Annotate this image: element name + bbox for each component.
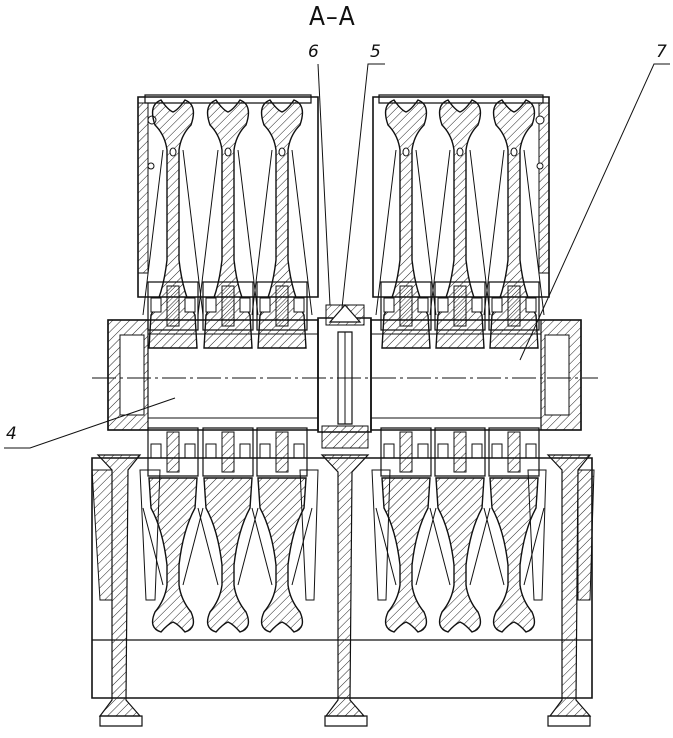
callout-4: 4 <box>6 424 17 444</box>
callout-7: 7 <box>656 42 667 62</box>
callout-6: 6 <box>308 42 319 62</box>
callout-5: 5 <box>370 42 381 62</box>
right-shaft <box>371 320 581 430</box>
leader-6 <box>318 64 330 305</box>
leader-lines <box>4 64 670 448</box>
section-title: A–A <box>309 2 356 32</box>
left-shaft <box>108 320 318 430</box>
center-coupling <box>318 305 371 448</box>
leader-7 <box>520 64 670 360</box>
leader-4 <box>4 398 175 448</box>
leader-5 <box>342 64 385 308</box>
lower-frame <box>92 455 594 726</box>
